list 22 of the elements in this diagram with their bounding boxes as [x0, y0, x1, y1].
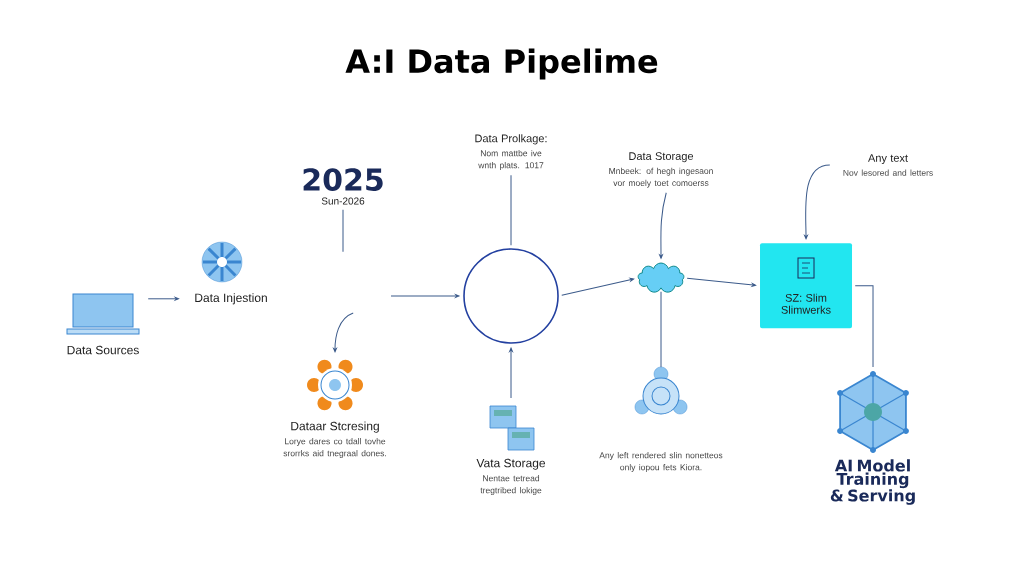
laptop-label: Data Sources — [67, 345, 139, 355]
arrow — [390, 294, 460, 298]
arrow — [509, 347, 513, 399]
step-label: Data Injestion — [195, 293, 267, 305]
cloud-icon — [637, 262, 685, 293]
step-label: Data Storage Mnbeek: of hegh ingesaon vor moely toet comoerss — [609, 152, 713, 188]
ring-circle — [463, 248, 559, 344]
arrow — [333, 312, 354, 353]
step-label: Any left rendered slin nonetteos only iopou fets Kiora. — [599, 452, 723, 472]
step-label: Data Prolkage: Nom mattbe ive wnth plats. 1017 — [475, 134, 547, 170]
process-box: SZ: Slim Slimwerks — [760, 243, 852, 329]
arrow — [561, 277, 635, 296]
title: A:I Data Pipelime — [345, 48, 658, 80]
arrow — [147, 296, 179, 301]
note-label: Any text Nov lesored and letters — [843, 154, 933, 176]
arrow — [686, 277, 757, 287]
step-label: Vata Storage Nentae tetread tregtribed lokige — [476, 458, 546, 495]
step-label: Dataar Stcresing Lorye dares co tdall tovhe srorrks aid tnegraal dones. — [283, 421, 386, 458]
arrow — [659, 192, 667, 259]
arrow — [804, 164, 831, 240]
year-label: 2025 Sun-2026 — [303, 168, 383, 205]
step-label: AI Model Training & Serving — [830, 459, 915, 505]
